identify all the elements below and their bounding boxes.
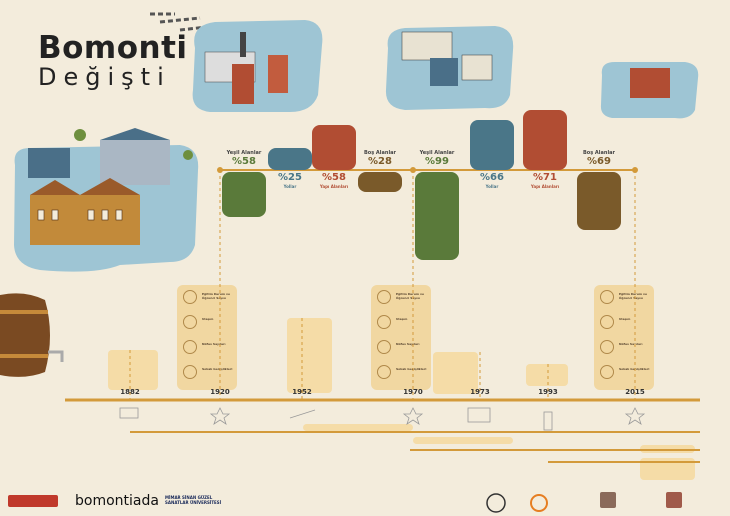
card-row-icon xyxy=(183,290,197,304)
building-illustration xyxy=(600,62,699,119)
note-1973 xyxy=(433,352,478,394)
stat-value: %66 xyxy=(480,172,504,183)
card-row-label: Nüfus Sayıları xyxy=(396,342,420,346)
card-row-icon xyxy=(183,340,197,354)
city-illustration xyxy=(385,26,514,110)
stat-value: %28 xyxy=(368,156,392,167)
seal-icon xyxy=(486,493,506,513)
smoke-icon xyxy=(150,12,216,32)
card-row-label: Sokak Genişlikleri xyxy=(619,367,650,371)
card-row-label: Sokak Genişlikleri xyxy=(202,367,233,371)
stat-label: Yeşil Alanlar xyxy=(226,150,262,156)
bomontiada-logo: bomontiada xyxy=(75,493,159,509)
avatar xyxy=(600,492,616,508)
note-bar-4 xyxy=(640,458,695,480)
stat-label: Boş Alanlar xyxy=(582,150,616,156)
timeline-year: 1993 xyxy=(538,388,558,396)
stat-bar xyxy=(470,120,514,170)
stat-bar xyxy=(358,172,402,192)
stat-value: %58 xyxy=(322,172,346,183)
note-bar-1 xyxy=(303,424,413,431)
card-row-icon xyxy=(377,365,391,379)
stat-label: Boş Alanlar xyxy=(363,150,397,156)
university-logo: MİMAR SİNAN GÜZEL SANATLAR ÜNİVERSİTESİ xyxy=(165,495,222,505)
note-1952 xyxy=(287,318,332,393)
stat-bar xyxy=(312,125,356,170)
stat-value: %25 xyxy=(278,172,302,183)
timeline-year: 1973 xyxy=(470,388,490,396)
card-row-label: Nüfus Sayıları xyxy=(202,342,226,346)
stat-bar xyxy=(268,148,312,170)
card-row-icon xyxy=(600,340,614,354)
timeline-year: 1970 xyxy=(403,388,423,396)
stat-value: %69 xyxy=(587,156,611,167)
ae-logo-icon xyxy=(530,494,548,512)
card-row-icon xyxy=(377,290,391,304)
card-row-label: Ulaşım xyxy=(202,317,214,321)
card-row-label: Eğitim Kurum ve Öğrenci Sayısı xyxy=(202,292,231,300)
card-row-label: Sokak Genişlikleri xyxy=(396,367,427,371)
note-1882 xyxy=(108,350,158,390)
card-row-label: Ulaşım xyxy=(396,317,408,321)
factory-illustration xyxy=(192,20,323,112)
stat-bar xyxy=(523,110,567,170)
title-line2: Değişti xyxy=(38,63,171,91)
brand-logo-colorful xyxy=(8,495,58,507)
card-row-icon xyxy=(183,365,197,379)
card-row-label: Eğitim Kurum ve Öğrenci Sayısı xyxy=(396,292,425,300)
card-row-icon xyxy=(377,315,391,329)
barrel-icon xyxy=(0,293,64,377)
stat-bar xyxy=(415,172,459,260)
note-bar-2 xyxy=(413,437,513,444)
stat-value: %71 xyxy=(533,172,557,183)
card-row-icon xyxy=(600,315,614,329)
card-row-icon xyxy=(377,340,391,354)
stat-value: %58 xyxy=(232,156,256,167)
title-line1: Bomonti xyxy=(38,30,188,66)
old-town-illustration xyxy=(14,128,199,272)
stat-sub: Yollar xyxy=(485,184,499,189)
card-row-icon xyxy=(600,365,614,379)
stat-sub: Yapı Alanları xyxy=(530,184,560,189)
card-row-label: Eğitim Kurum ve Öğrenci Sayısı xyxy=(619,292,648,300)
stat-bar xyxy=(577,172,621,230)
timeline-year: 1882 xyxy=(120,388,140,396)
note-1993 xyxy=(526,364,568,386)
card-row-icon xyxy=(183,315,197,329)
card-row-icon xyxy=(600,290,614,304)
card-row-label: Nüfus Sayıları xyxy=(619,342,643,346)
stat-bar xyxy=(222,172,266,217)
stat-sub: Yollar xyxy=(283,184,297,189)
timeline-year: 2015 xyxy=(625,388,645,396)
stat-value: %99 xyxy=(425,156,449,167)
timeline-year: 1952 xyxy=(292,388,312,396)
card-row-label: Ulaşım xyxy=(619,317,631,321)
timeline-year: 1920 xyxy=(210,388,230,396)
stat-sub: Yapı Alanları xyxy=(319,184,349,189)
stat-label: Yeşil Alanlar xyxy=(419,150,455,156)
avatar xyxy=(666,492,682,508)
